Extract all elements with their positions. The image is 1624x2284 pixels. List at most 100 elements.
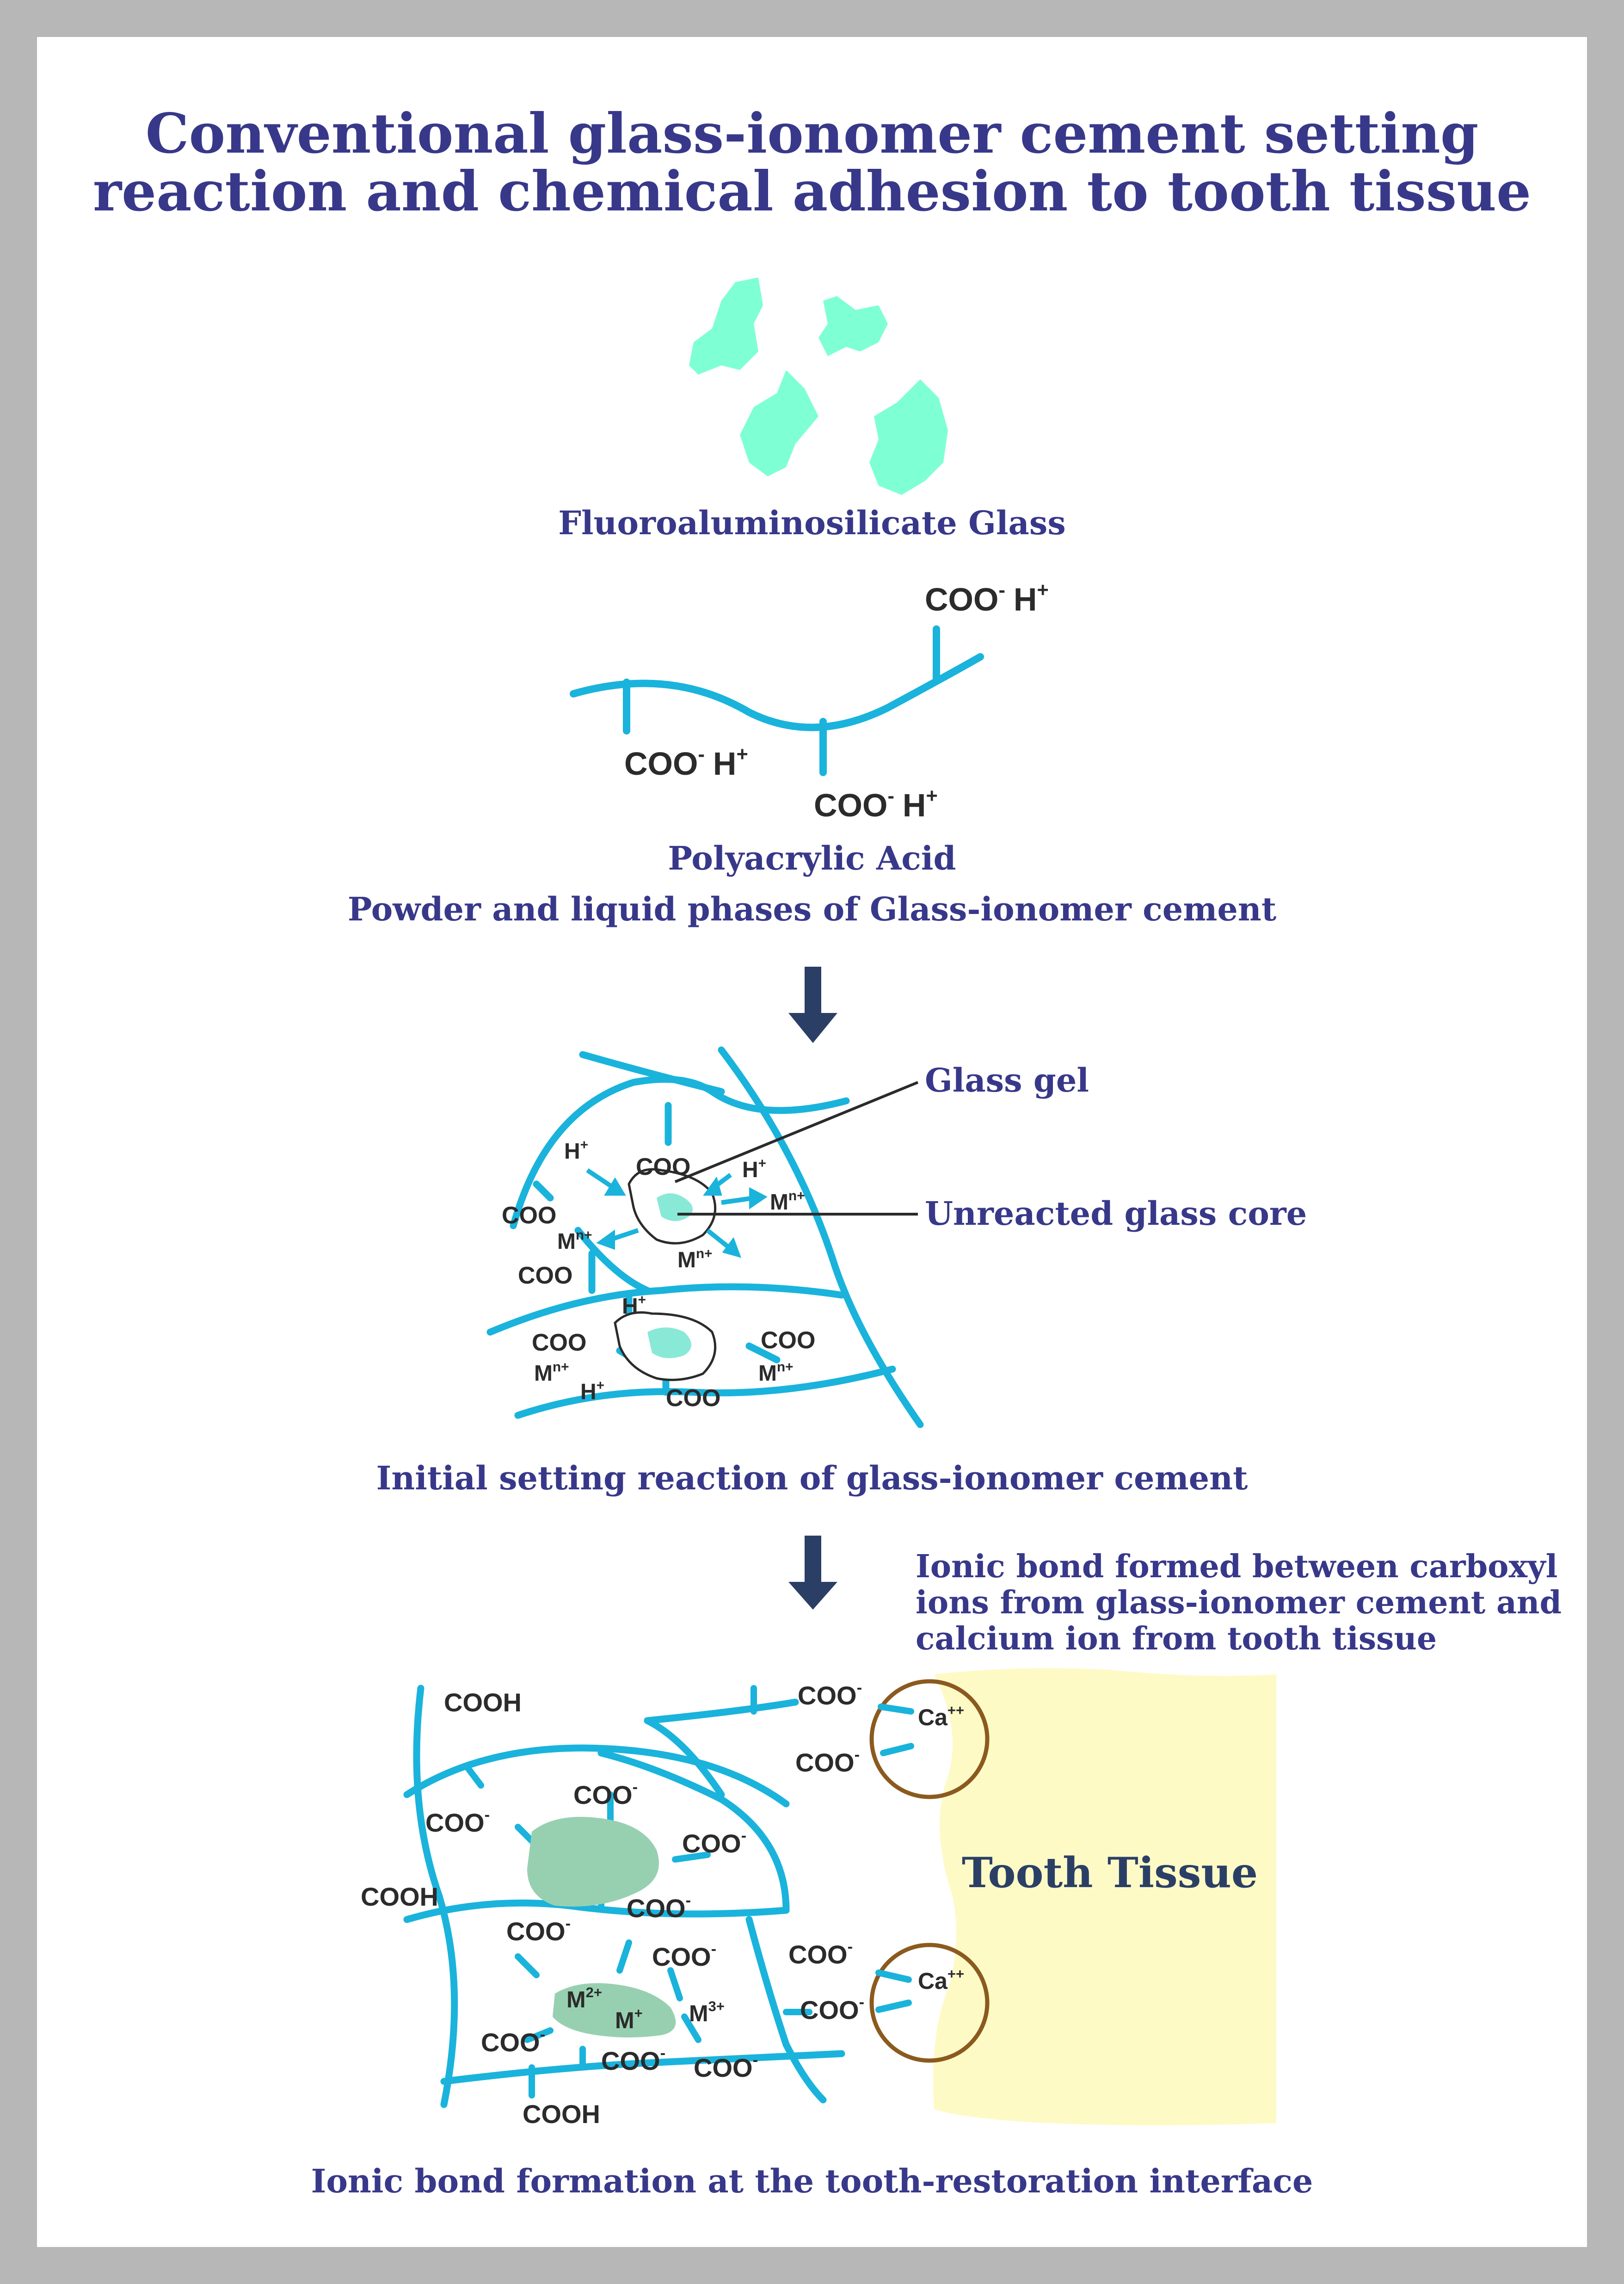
section2-caption: Initial setting reaction of glass-ionome… bbox=[376, 1459, 1248, 1497]
page-panel bbox=[37, 37, 1587, 2247]
ion-arrow-head bbox=[596, 1229, 615, 1250]
glass-gel-label: Glass gel bbox=[925, 1061, 1089, 1099]
section2-chem-labels: H+ COO H+ Mn+ COO Mn+ Mn+ COO H+ COO COO… bbox=[502, 1137, 815, 1412]
down-arrow bbox=[788, 1536, 837, 1610]
bond-note-line: Ionic bond formed between carboxyl bbox=[916, 1548, 1557, 1585]
h-ion-label: H+ bbox=[580, 1378, 604, 1404]
bond-note-line: ions from glass-ionomer cement and bbox=[916, 1584, 1562, 1621]
title: Conventional glass-ionomer cement settin… bbox=[93, 101, 1531, 223]
glass-label: Fluoroaluminosilicate Glass bbox=[558, 504, 1065, 542]
coo-label: COO bbox=[636, 1154, 690, 1180]
ion-arrows bbox=[586, 1168, 768, 1258]
calcium-ring bbox=[869, 1943, 990, 2063]
glass-gel-network bbox=[486, 1046, 924, 1428]
coo-label: COO bbox=[666, 1385, 720, 1412]
carboxylate-label: COO- bbox=[652, 1940, 716, 1971]
title-line-2: reaction and chemical adhesion to tooth … bbox=[93, 159, 1531, 223]
set-particle bbox=[527, 1817, 659, 1907]
acid-group: COO-H+ bbox=[925, 579, 1049, 617]
carboxylate-label: COO- bbox=[798, 1679, 862, 1710]
side-branch bbox=[681, 2013, 701, 2043]
calcium-label: Ca++ bbox=[918, 1702, 964, 1730]
title-line-1: Conventional glass-ionomer cement settin… bbox=[146, 101, 1479, 166]
carboxylate-label: COO- bbox=[627, 1892, 691, 1923]
acid-group: COO-H+ bbox=[814, 785, 938, 823]
h-ion-label: H+ bbox=[742, 1156, 766, 1182]
acid-groups: COO-H+ COO-H+ COO-H+ bbox=[624, 579, 1049, 823]
network-strand bbox=[403, 1744, 790, 1808]
carboxylate-label: COO- bbox=[573, 1778, 638, 1809]
network-strand bbox=[745, 1916, 827, 2104]
section2-leader-lines bbox=[674, 1081, 919, 1216]
ionic-bond bbox=[875, 1969, 912, 1983]
carboxylate-label: COO- bbox=[788, 1938, 853, 1969]
section3-caption: Ionic bond formation at the tooth-restor… bbox=[311, 2162, 1313, 2200]
tooth-label: Tooth Tissue bbox=[962, 1848, 1258, 1897]
set-particle bbox=[553, 1983, 676, 2037]
h-ion-label: H+ bbox=[564, 1137, 588, 1164]
m-ion-label: Mn+ bbox=[557, 1228, 592, 1254]
ion-arrow bbox=[706, 1228, 732, 1251]
carboxylate-label: COO- bbox=[795, 1746, 860, 1777]
set-particles bbox=[527, 1817, 676, 2037]
calcium-ring bbox=[869, 1679, 990, 1799]
tooth-tissue bbox=[933, 1668, 1276, 2125]
cooh-label: COOH bbox=[444, 1688, 522, 1717]
coo-label: COO bbox=[761, 1327, 815, 1354]
network-strand bbox=[644, 1698, 799, 1724]
m-ion-label: Mn+ bbox=[758, 1359, 794, 1386]
metal-ion-label: M2+ bbox=[566, 1984, 602, 2012]
network-strand bbox=[486, 1283, 845, 1336]
coo-label: COO bbox=[502, 1202, 556, 1229]
network-strand bbox=[718, 1046, 924, 1428]
ion-arrow-head bbox=[722, 1237, 742, 1258]
metal-ion-label: M3+ bbox=[689, 1998, 725, 2026]
network-strand bbox=[644, 1717, 725, 1798]
glass-particles bbox=[689, 278, 948, 495]
ionic-bond bbox=[875, 2000, 912, 2013]
ionic-bond bbox=[880, 1743, 914, 1756]
acid-group: COO-H+ bbox=[624, 743, 748, 782]
side-branch bbox=[524, 2027, 554, 2043]
coo-label: COO bbox=[518, 1262, 572, 1289]
ion-arrow bbox=[721, 1196, 754, 1205]
network-strand bbox=[579, 1051, 725, 1095]
carboxylate-label: COO- bbox=[800, 1994, 864, 2025]
ion-arrow-head bbox=[703, 1176, 722, 1196]
glass-gel-particles bbox=[614, 1168, 717, 1381]
carboxylate-label: COO- bbox=[425, 1806, 490, 1837]
metal-ion-label: M+ bbox=[615, 2005, 643, 2033]
ion-arrow-head bbox=[604, 1177, 626, 1196]
carboxylate-label: COO- bbox=[694, 2051, 758, 2082]
network-strand bbox=[413, 1685, 458, 2108]
network-strand bbox=[440, 2050, 845, 2085]
m-ion-label: Mn+ bbox=[770, 1188, 805, 1215]
side-branch bbox=[667, 1967, 683, 2001]
side-branch bbox=[616, 1939, 632, 1974]
glass-particle bbox=[689, 278, 763, 375]
carboxylate-label: COO- bbox=[682, 1827, 746, 1858]
unreacted-core bbox=[647, 1327, 691, 1358]
glass-particle bbox=[818, 296, 888, 356]
coo-label: COO bbox=[532, 1329, 586, 1356]
side-branch bbox=[672, 1852, 711, 1863]
section3-chem-labels: COOH COO- COO- COO- COO- COO- COOH COO- … bbox=[361, 1679, 864, 2129]
side-branch bbox=[464, 1764, 484, 1789]
side-branch bbox=[533, 1180, 554, 1202]
glass-gel-leader bbox=[674, 1081, 919, 1183]
h-ion-label: H+ bbox=[622, 1292, 646, 1319]
carboxylate-label: COO- bbox=[481, 2026, 545, 2057]
carboxylate-label: COO- bbox=[506, 1915, 571, 1946]
network-strand bbox=[514, 1365, 896, 1419]
carboxylate-label: COO- bbox=[601, 2044, 665, 2075]
m-ion-label: Mn+ bbox=[534, 1359, 569, 1386]
side-branch bbox=[515, 1953, 540, 1978]
section1-caption: Powder and liquid phases of Glass-ionome… bbox=[348, 890, 1276, 928]
network-strand bbox=[574, 1227, 651, 1294]
acid-label: Polyacrylic Acid bbox=[668, 839, 956, 877]
down-arrow bbox=[788, 967, 837, 1043]
polyacrylic-acid-chain bbox=[570, 625, 984, 776]
core-label: Unreacted glass core bbox=[925, 1194, 1307, 1233]
glass-particle bbox=[740, 370, 818, 476]
